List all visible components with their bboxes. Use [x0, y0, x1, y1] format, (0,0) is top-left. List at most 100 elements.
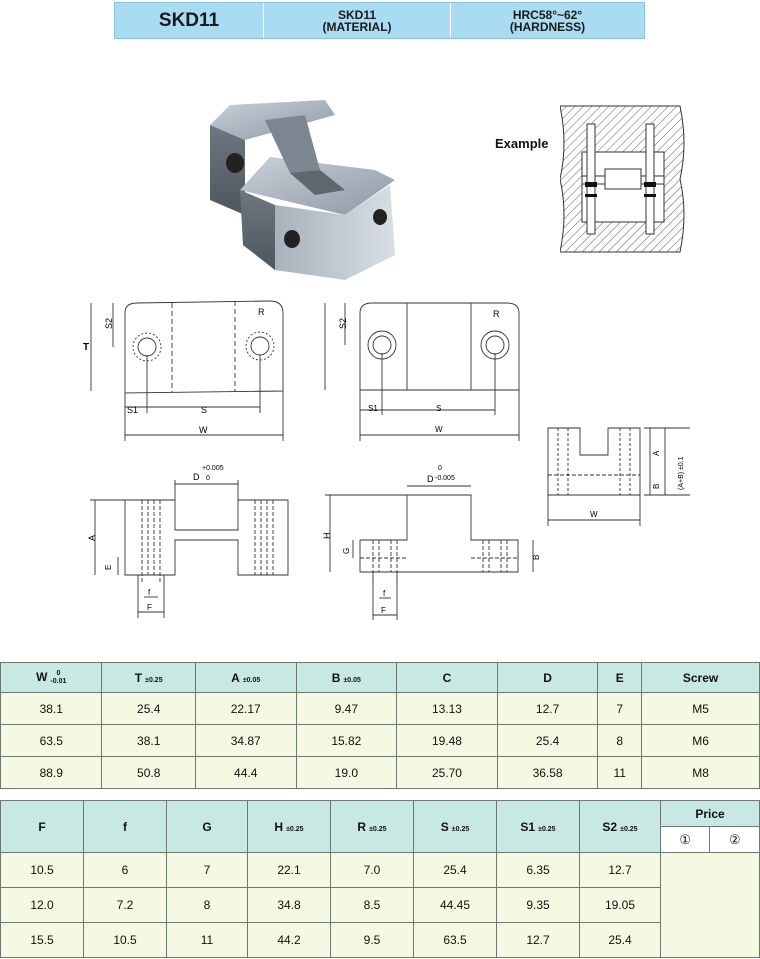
dim-label-T: T [83, 342, 89, 353]
cell: 19.05 [579, 887, 661, 923]
cell: 19.48 [396, 724, 498, 757]
dim-label-S1-b: S1 [368, 404, 378, 413]
material-value: SKD11 [337, 7, 377, 22]
dim-label-B-side: B [652, 484, 661, 489]
front-view-drawing-1: D +0.005 0 A E f F [87, 465, 289, 618]
cell: 10.5 [0, 852, 84, 888]
price-cell [660, 852, 760, 958]
spec-table-2: F f G H±0.25 R±0.25 S±0.25 S1±0.25 S2±0.… [0, 800, 760, 958]
col-S1: S1±0.25 [496, 800, 580, 853]
cell: 12.7 [579, 852, 661, 888]
model-name: SKD11 [158, 9, 220, 31]
dim-label-S-b: S [436, 404, 441, 413]
side-view-drawing: A B (A+B) ±0.1 W [547, 427, 690, 526]
cell: 7 [597, 692, 643, 725]
hardness-label: (HARDNESS) [509, 19, 586, 34]
cell: 8.5 [330, 887, 414, 923]
dim-label-A: A [87, 535, 97, 541]
col-D: D [496, 662, 599, 693]
material-label: (MATERIAL) [322, 19, 392, 34]
cell: M8 [641, 756, 760, 789]
dim-label-f-b: f [383, 589, 386, 598]
cell: 25.4 [413, 852, 497, 888]
cell: 44.2 [247, 922, 331, 958]
cell: 7.2 [83, 887, 167, 923]
col-S2: S2±0.25 [579, 800, 661, 853]
price-col-2: ② [709, 826, 760, 853]
col-f: f [83, 800, 167, 853]
col-B: B±0.05 [295, 662, 398, 693]
cell: 63.5 [0, 724, 103, 757]
cell: 13.13 [396, 692, 498, 725]
top-view-drawing-1: T S2 R S1 S W [83, 300, 284, 441]
cell: 10.5 [83, 922, 167, 958]
col-price: Price [660, 800, 760, 827]
price-col-1: ① [659, 826, 711, 853]
dim-label-F-b: F [381, 606, 386, 615]
dim-label-D-minus: D [427, 474, 434, 484]
product-photo [210, 100, 395, 280]
cell: 38.1 [101, 724, 196, 757]
col-F: F [0, 800, 84, 853]
col-G: G [166, 800, 248, 853]
cell: 34.87 [194, 724, 297, 757]
cell: 9.35 [496, 887, 580, 923]
example-label: Example [495, 136, 549, 151]
dim-label-A-side: A [652, 450, 661, 456]
spec-header: SKD11 SKD11 (MATERIAL) HRC58°~62° (HARDN… [114, 2, 645, 39]
dim-label-R: R [258, 307, 265, 317]
dim-label-W-side: W [590, 510, 598, 519]
cell: 11 [597, 756, 643, 789]
cell: 7.0 [330, 852, 414, 888]
cell: 19.0 [295, 756, 398, 789]
col-T: T±0.25 [101, 662, 196, 693]
cell: 8 [597, 724, 643, 757]
hardness-value: HRC58°~62° [512, 7, 583, 22]
dim-label-S1: S1 [127, 405, 138, 415]
table-subheader-row: ① ② [1, 826, 760, 853]
cell: 22.17 [194, 692, 297, 725]
cell: 15.5 [0, 922, 84, 958]
dim-label-F: F [147, 603, 152, 612]
dim-tol-D-plus-low: 0 [206, 475, 210, 482]
dim-tol-D-plus-up: +0.005 [202, 465, 224, 472]
cell: 63.5 [413, 922, 497, 958]
cell: 38.1 [0, 692, 103, 725]
cell: 12.7 [496, 922, 580, 958]
col-H: H±0.25 [247, 800, 331, 853]
front-view-drawing-2: D 0 -0.005 H G B f F [322, 465, 541, 620]
cell: 34.8 [247, 887, 331, 923]
dim-label-S: S [201, 405, 207, 415]
dim-label-W-b: W [435, 425, 443, 434]
cell: 25.4 [496, 724, 599, 757]
dim-label-W: W [199, 425, 208, 435]
top-view-drawing-2: S2 R S1 S W [324, 302, 520, 441]
cell: 6 [83, 852, 167, 888]
cell: 15.82 [295, 724, 398, 757]
cell: 44.4 [194, 756, 297, 789]
dim-label-S2: S2 [104, 318, 114, 329]
dim-label-E: E [104, 565, 113, 570]
material-cell: SKD11 (MATERIAL) [263, 3, 450, 38]
dim-tol-D-minus-up: 0 [438, 465, 442, 472]
cell: 25.4 [579, 922, 661, 958]
cell: M6 [641, 724, 760, 757]
cell: 9.5 [330, 922, 414, 958]
dim-label-f: f [148, 588, 151, 597]
col-Screw: Screw [641, 662, 760, 693]
cell: 8 [166, 887, 248, 923]
cell: 12.0 [0, 887, 84, 923]
cell: 36.58 [496, 756, 599, 789]
col-E: E [597, 662, 643, 693]
cell: 44.45 [413, 887, 497, 923]
example-diagram [560, 105, 685, 253]
col-R: R±0.25 [330, 800, 414, 853]
cell: 88.9 [0, 756, 103, 789]
